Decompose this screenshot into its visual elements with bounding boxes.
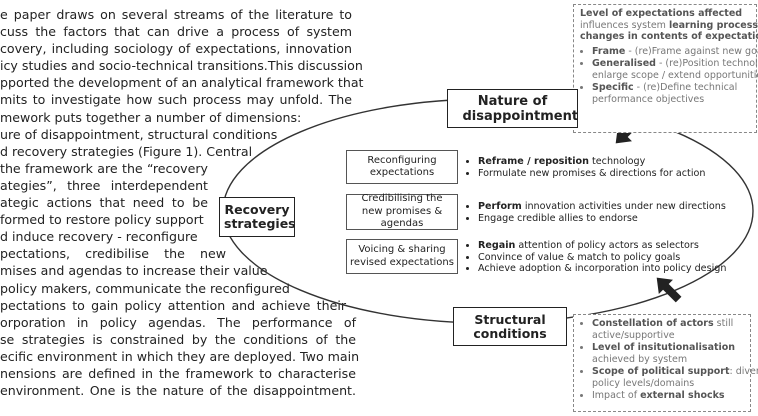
strategy-box-reconfiguring: Reconfiguring expectations (346, 150, 458, 184)
paragraph-line: covery, including sociology of expectati… (0, 41, 352, 57)
paragraph-line: environment. One is the nature of the di… (0, 383, 356, 399)
paragraph-line: policy makers, communicate the reconfigu… (0, 280, 290, 296)
note-item: Scope of political support: diversepolic… (592, 366, 758, 389)
paragraph-line: pectations to gain policy attention and … (0, 297, 346, 313)
paragraph-line: the framework are the “recovery (0, 160, 208, 176)
note-item: Impact of external shocks (592, 390, 744, 402)
paragraph-line: e paper draws on several streams of the … (0, 7, 352, 22)
paragraph-line: nensions are defined in the framework to… (0, 365, 356, 381)
note-item: Constellation of actors stillactive/supp… (592, 318, 744, 341)
paragraph-line: ure of disappointment, structural condit… (0, 126, 278, 142)
body-paragraph: e paper draws on several streams of the … (0, 6, 364, 399)
strategy-box-credibilising: Credibilising the new promises & agendas (346, 193, 458, 230)
expectations-note: Level of expectations affected influence… (573, 4, 758, 133)
paragraph-line: ecific environment in which they are dep… (0, 348, 360, 364)
paragraph-line: cuss the factors that can drive a proces… (0, 24, 352, 40)
arrow-structural-to-cycle (656, 277, 682, 303)
strategy-bullets-credibilising: Perform innovation activities under new … (467, 201, 726, 224)
paragraph-line: mework puts together a number of dimensi… (0, 109, 302, 125)
structural-conditions-box: Structural conditions (453, 307, 567, 346)
paragraph-line: se strategies is constrained by the cond… (0, 331, 356, 347)
paragraph-line: orporation in policy agendas. The perfor… (0, 314, 356, 330)
recovery-strategies-box: Recovery strategies (219, 197, 296, 237)
nature-of-disappointment-box: Nature of disappointment (447, 89, 578, 128)
paragraph-line: mits to investigate how such process may… (0, 92, 352, 108)
paragraph-line: mises and agendas to increase their valu… (0, 263, 268, 279)
paragraph-line: formed to restore policy support (0, 212, 204, 228)
paragraph-line: icy studies and socio-technical transiti… (0, 58, 363, 74)
paragraph-line: pectations, credibilise the new (0, 246, 226, 262)
paragraph-line: d induce recovery - reconfigure (0, 229, 198, 245)
strategy-bullets-reconfiguring: Reframe / reposition technology Formulat… (467, 156, 705, 179)
strategy-bullets-voicing: Regain attention of policy actors as sel… (467, 240, 726, 275)
paragraph-line: pported the development of an analytical… (0, 75, 364, 91)
strategy-box-voicing: Voicing & sharing revised expectations (346, 239, 458, 274)
paragraph-line: ategic actions that need to be (0, 195, 208, 211)
note-item: Generalised - (re)Position technology:en… (592, 58, 758, 81)
paragraph-line: d recovery strategies (Figure 1). Centra… (0, 143, 253, 159)
note-item: Specific - (re)Define technicalperforman… (592, 82, 750, 105)
structural-note: Constellation of actors stillactive/supp… (573, 314, 758, 412)
paragraph-line: ategies”, three interdependent (0, 177, 208, 193)
note-item: Frame - (re)Frame against new goals (592, 46, 758, 58)
